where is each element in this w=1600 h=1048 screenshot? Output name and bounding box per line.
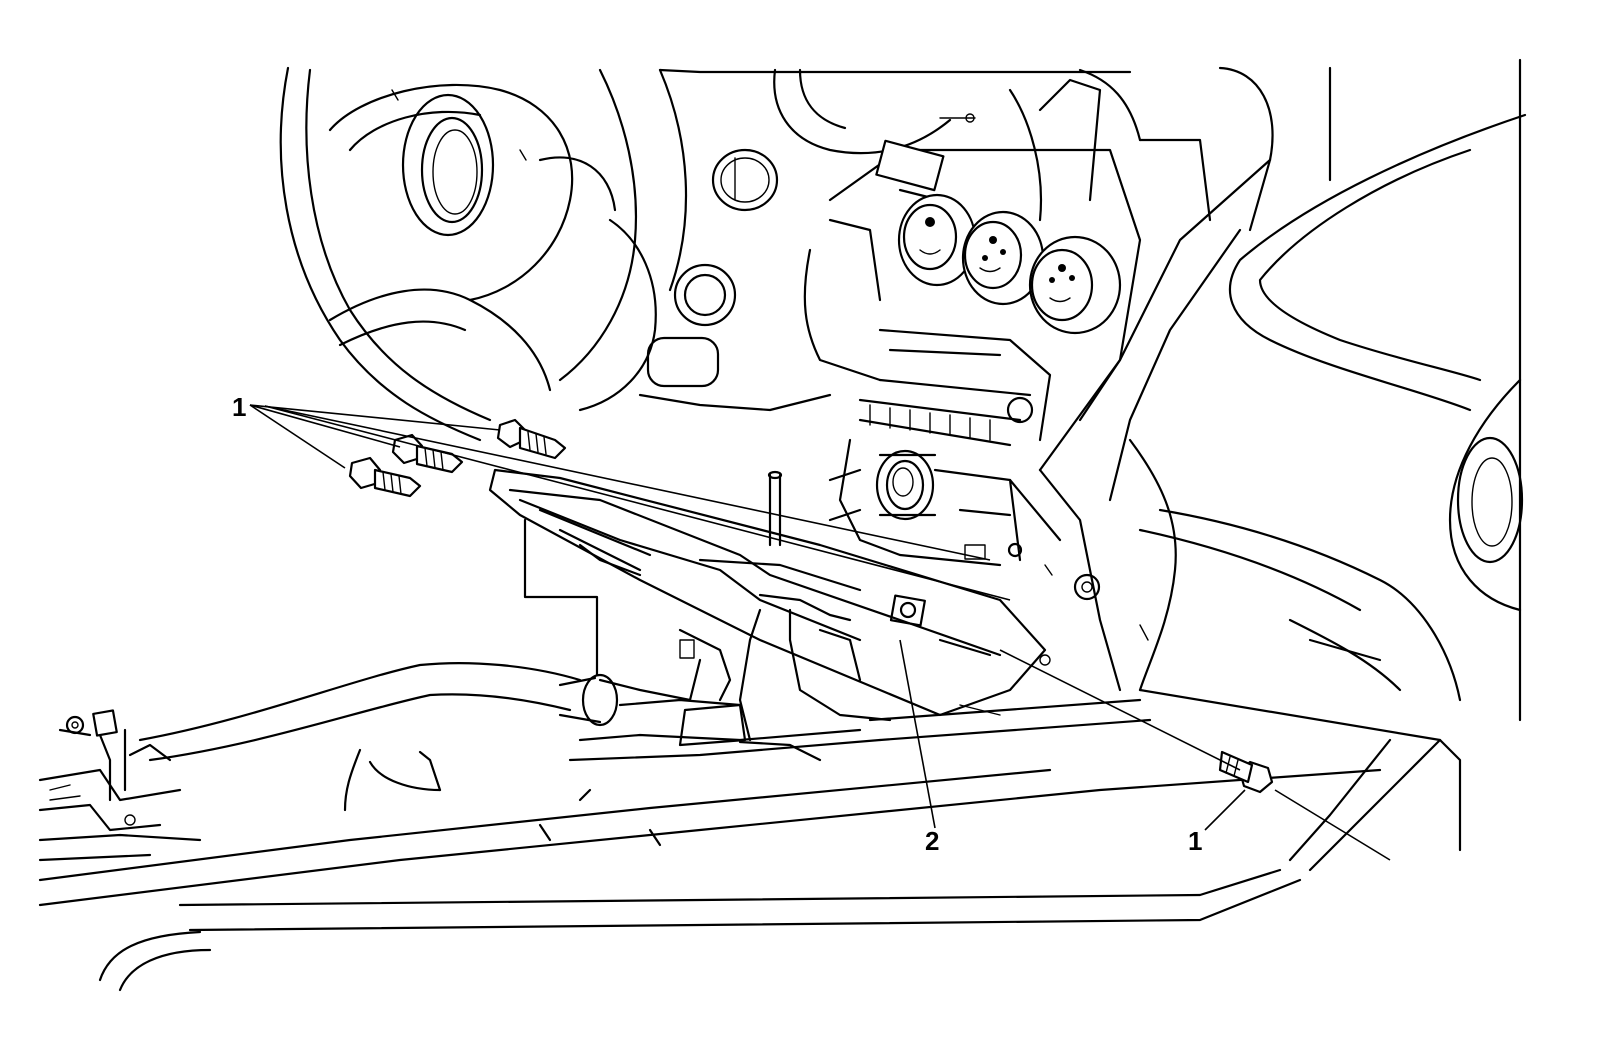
instrument-panel-upper [578, 66, 1332, 412]
floor-console [38, 518, 1382, 992]
callout-2: 2 [925, 826, 939, 856]
control-knob-2 [961, 210, 1045, 306]
leader-lines [249, 404, 1391, 861]
callout-1-lower: 1 [1188, 826, 1202, 856]
bolt-upper-left [348, 456, 422, 498]
callout-1-upper: 1 [232, 392, 246, 422]
control-knob-3 [1028, 235, 1122, 335]
bolt-lower-right [1218, 750, 1274, 794]
bolt-upper-right [496, 418, 567, 460]
blower-motor [875, 449, 937, 521]
left-console-assembly [38, 709, 202, 862]
passenger-side-panel [1078, 58, 1527, 872]
steering-wheel [279, 66, 688, 442]
